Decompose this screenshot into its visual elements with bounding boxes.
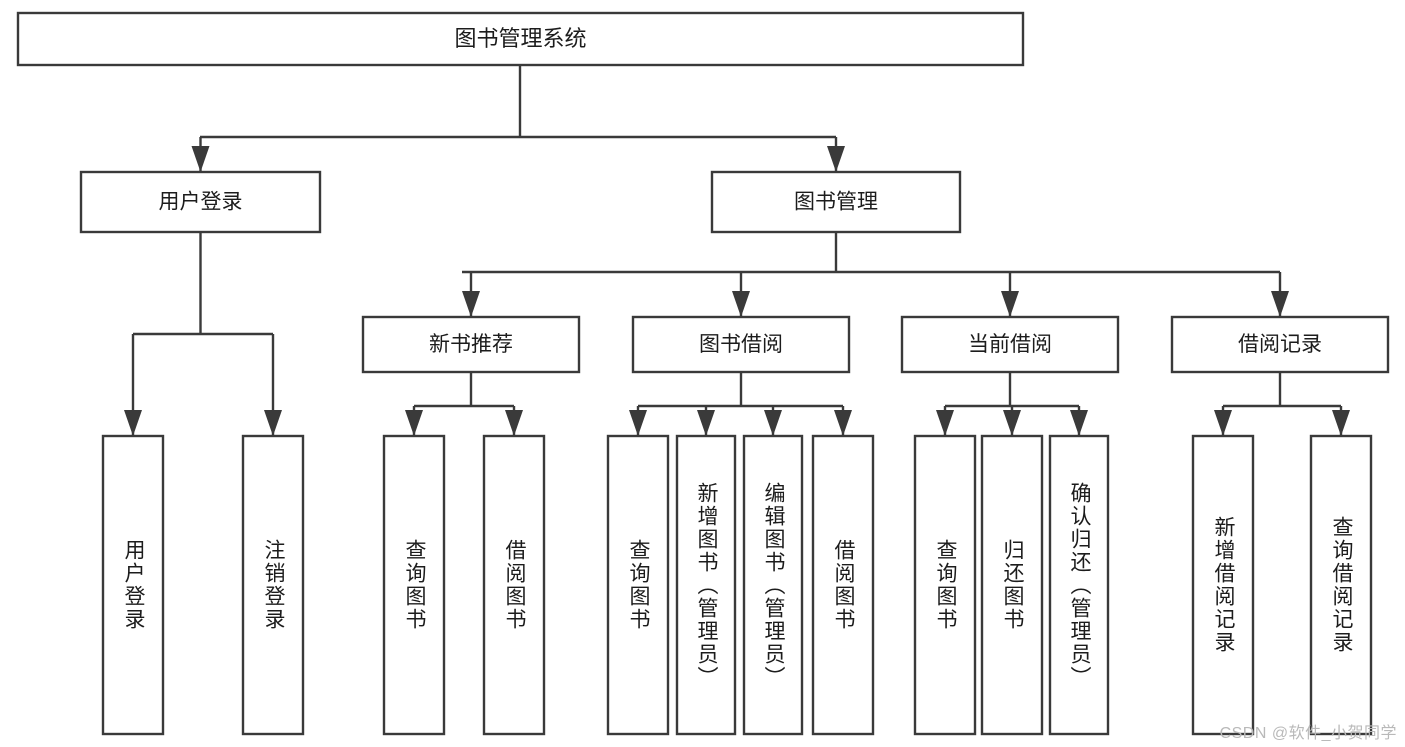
- watermark-label: CSDN @软件_小贺同学: [1219, 725, 1397, 742]
- node-box-leaf-query-record[interactable]: [1309, 434, 1373, 736]
- node-label-new-book-recommend: 新书推荐: [429, 333, 513, 356]
- node-label-user-login: 用户登录: [159, 191, 243, 214]
- node-label-book-manage: 图书管理: [794, 191, 878, 214]
- node-label-root: 图书管理系统: [454, 26, 586, 51]
- arrow-head-icon-leaf-return-book: [1003, 410, 1021, 436]
- node-box-new-book-recommend[interactable]: [361, 315, 581, 374]
- arrow-head-icon-leaf-borrow-book-2: [834, 410, 852, 436]
- node-box-leaf-add-record[interactable]: [1191, 434, 1255, 736]
- node-box-leaf-return-book[interactable]: [980, 434, 1044, 736]
- node-label-borrow-record: 借阅记录: [1238, 333, 1322, 356]
- arrow-head-icon-leaf-query-book-3: [936, 410, 954, 436]
- node-box-leaf-query-book-2[interactable]: [606, 434, 670, 736]
- node-box-leaf-user-login[interactable]: [101, 434, 165, 736]
- node-box-book-manage[interactable]: [710, 170, 962, 234]
- node-box-user-login[interactable]: [79, 170, 322, 234]
- node-box-current-borrow[interactable]: [900, 315, 1120, 374]
- node-box-book-borrow[interactable]: [631, 315, 851, 374]
- node-label-book-borrow: 图书借阅: [699, 333, 783, 356]
- arrow-head-icon-borrow-record: [1271, 291, 1289, 317]
- node-box-borrow-record[interactable]: [1170, 315, 1390, 374]
- node-box-leaf-confirm-return[interactable]: [1048, 434, 1110, 736]
- node-box-leaf-query-book-1[interactable]: [382, 434, 446, 736]
- arrow-head-icon-leaf-edit-book: [764, 410, 782, 436]
- arrow-head-icon-leaf-borrow-book-1: [505, 410, 523, 436]
- node-label-current-borrow: 当前借阅: [968, 333, 1052, 356]
- arrow-head-icon-user-login: [191, 146, 210, 172]
- arrow-head-icon-leaf-logout: [264, 410, 282, 436]
- connectors-layer: [124, 65, 1350, 436]
- node-box-leaf-borrow-book-1[interactable]: [482, 434, 546, 736]
- arrow-head-icon-new-book-recommend: [462, 291, 480, 317]
- arrow-head-icon-leaf-user-login: [124, 410, 142, 436]
- arrow-head-icon-leaf-query-record: [1332, 410, 1350, 436]
- node-box-leaf-add-book[interactable]: [675, 434, 737, 736]
- boxes-layer: [16, 11, 1390, 736]
- arrow-head-icon-leaf-add-record: [1214, 410, 1232, 436]
- arrow-head-icon-book-manage: [827, 146, 845, 172]
- node-box-leaf-logout[interactable]: [241, 434, 305, 736]
- node-box-leaf-query-book-3[interactable]: [913, 434, 977, 736]
- node-box-root[interactable]: [16, 11, 1025, 67]
- node-box-leaf-edit-book[interactable]: [742, 434, 804, 736]
- arrow-head-icon-leaf-query-book-1: [405, 410, 423, 436]
- arrow-head-icon-leaf-confirm-return: [1070, 410, 1088, 436]
- node-box-leaf-borrow-book-2[interactable]: [811, 434, 875, 736]
- arrow-head-icon-leaf-add-book: [697, 410, 715, 436]
- arrow-head-icon-leaf-query-book-2: [629, 410, 647, 436]
- arrow-head-icon-book-borrow: [732, 291, 750, 317]
- arrow-head-icon-current-borrow: [1001, 291, 1019, 317]
